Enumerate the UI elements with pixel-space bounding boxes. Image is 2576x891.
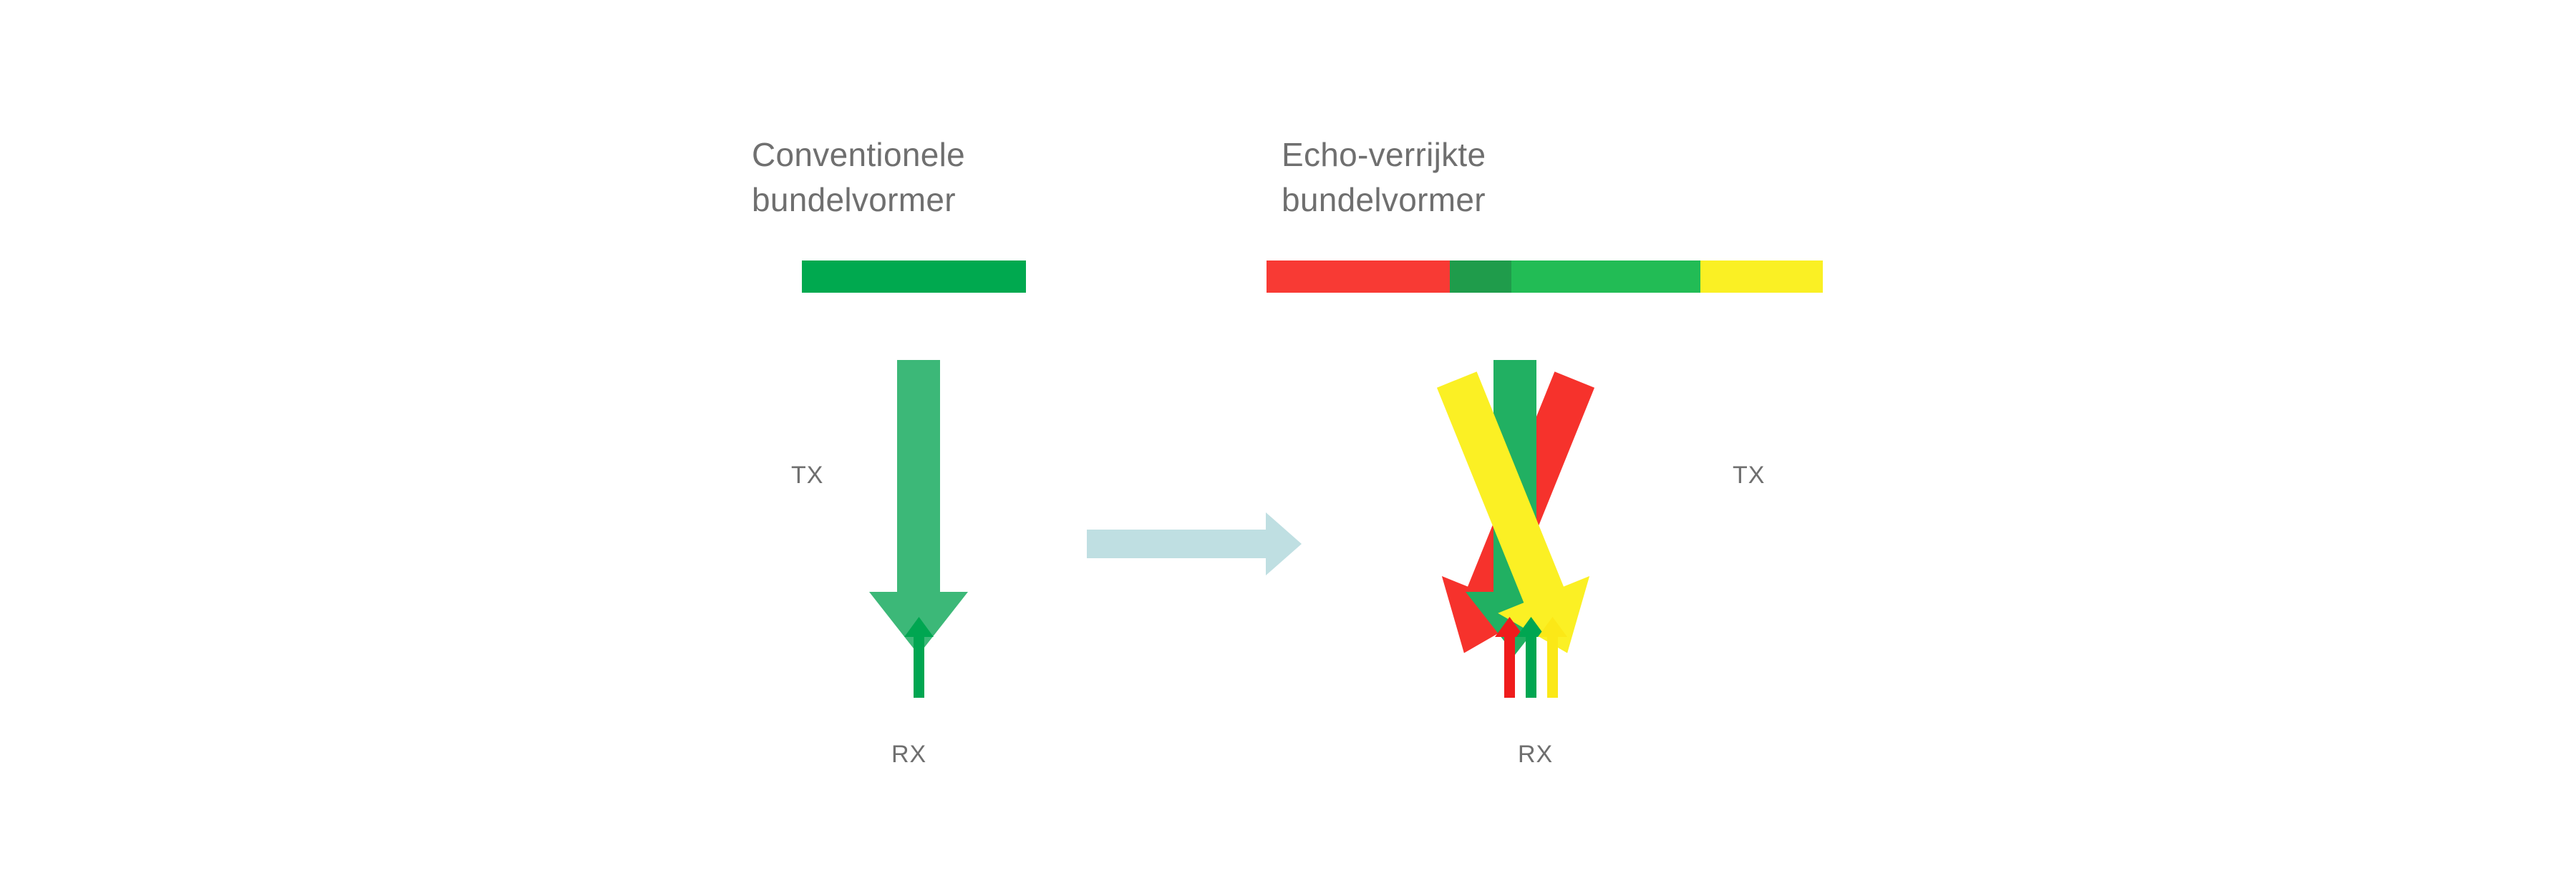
rx-label-right: RX [1518, 741, 1554, 768]
bar-segment-yellow [1700, 261, 1823, 293]
tx-arrow-yellow-right [1436, 371, 1590, 653]
transducer-bar-left [802, 261, 1026, 293]
rx-arrow-green-right [1516, 617, 1546, 698]
transducer-bar-right [1267, 261, 1823, 293]
panel-title-echo-enriched: Echo-verrijkte bundelvormer [1282, 136, 1486, 219]
tx-arrow-green-left [869, 360, 968, 655]
bar-segment-dark-green [1450, 261, 1511, 293]
bar-segment-green [802, 261, 1026, 293]
rx-label-left: RX [891, 741, 927, 768]
bar-segment-red [1267, 261, 1451, 293]
transition-arrow [1087, 512, 1302, 575]
content-panel [644, 0, 2576, 870]
rx-arrow-green-left [904, 617, 934, 698]
rx-arrow-red-right [1495, 617, 1524, 698]
rx-arrow-yellow-right [1538, 617, 1567, 698]
tx-label-left: TX [791, 462, 824, 489]
bar-segment-green [1511, 261, 1701, 293]
tx-label-right: TX [1733, 462, 1766, 489]
panel-title-conventional: Conventionele bundelvormer [752, 136, 966, 219]
